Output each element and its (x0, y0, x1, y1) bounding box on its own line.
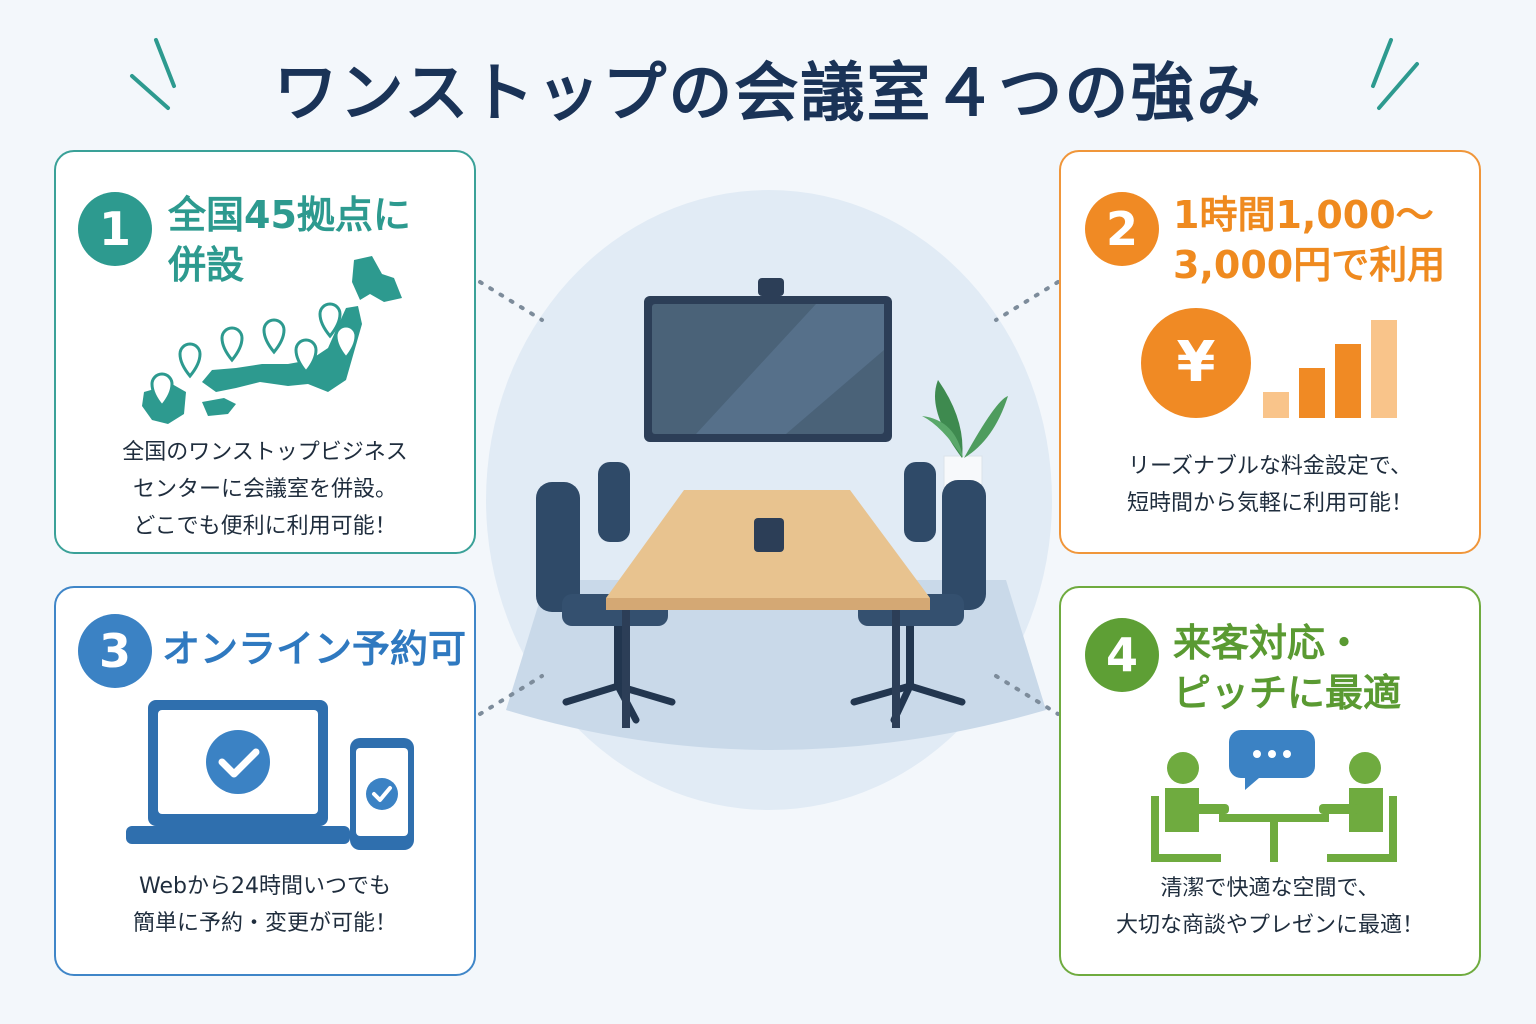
feature-card-client-meetings: 4 来客対応・ ピッチに最適 清潔で快適な空間で、 大切な商談やプレゼンに最適！ (1059, 586, 1481, 976)
connector-4 (994, 674, 1060, 716)
feature-number-badge: 3 (78, 614, 152, 688)
feature-heading: 来客対応・ ピッチに最適 (1173, 618, 1473, 718)
feature-heading-line2: 併設 (168, 243, 245, 287)
yen-coin-icon: ¥ (1141, 308, 1251, 418)
feature-description: リーズナブルな料金設定で、 短時間から気軽に利用可能！ (1061, 448, 1479, 522)
feature-description-line2: センターに会議室を併設。 (132, 477, 397, 502)
laptop-phone-check-icon (126, 700, 414, 850)
meeting-people-icon (1151, 730, 1397, 862)
feature-heading-line2: 3,000円で利用 (1173, 243, 1446, 287)
feature-heading-line2: ピッチに最適 (1173, 671, 1402, 715)
feature-description: 全国のワンストップビジネス センターに会議室を併設。 どこでも便利に利用可能！ (56, 434, 474, 545)
japan-map-icon (142, 256, 402, 424)
feature-card-online-booking: 3 オンライン予約可 Webから24時間いつでも 簡単に予約・変更が可能！ (54, 586, 476, 976)
feature-description: Webから24時間いつでも 簡単に予約・変更が可能！ (56, 868, 474, 942)
feature-heading-line1: 1時間1,000～ (1173, 193, 1434, 237)
feature-description-line2: 簡単に予約・変更が可能！ (132, 911, 397, 936)
feature-description-line2: 短時間から気軽に利用可能！ (1126, 491, 1413, 516)
page-title: ワンストップの会議室４つの強み (273, 57, 1263, 131)
connector-3 (478, 674, 544, 716)
feature-number-badge: 4 (1085, 618, 1159, 692)
feature-description-line1: 全国のワンストップビジネス (122, 440, 408, 465)
feature-card-pricing: 2 1時間1,000～ 3,000円で利用 ¥ リーズナブルな料金設定で、 短時… (1059, 150, 1481, 554)
feature-description-line3: どこでも便利に利用可能！ (133, 514, 397, 539)
feature-heading-line1: 来客対応・ (1173, 621, 1364, 665)
feature-heading-line1: オンライン予約可 (162, 627, 467, 671)
connector-1 (478, 280, 544, 322)
feature-description-line1: Webから24時間いつでも (139, 874, 391, 899)
feature-heading: 全国45拠点に 併設 (168, 190, 468, 290)
feature-description: 清潔で快適な空間で、 大切な商談やプレゼンに最適！ (1061, 870, 1479, 944)
feature-heading: オンライン予約可 (162, 624, 472, 674)
title-accent-right-icon (1371, 38, 1419, 110)
feature-description-line1: 清潔で快適な空間で、 (1160, 876, 1380, 901)
title-accent-left-icon (130, 38, 176, 110)
feature-description-line1: リーズナブルな料金設定で、 (1127, 454, 1413, 479)
feature-number-badge: 2 (1085, 192, 1159, 266)
bar-chart-icon (1263, 320, 1397, 418)
connector-2 (994, 280, 1060, 322)
feature-description-line2: 大切な商談やプレゼンに最適！ (1115, 913, 1424, 938)
feature-number-badge: 1 (78, 192, 152, 266)
feature-card-locations: 1 全国45拠点に 併設 全国のワンストップビジネス センターに会議室を併設。 … (54, 150, 476, 554)
meeting-room-illustration (506, 278, 1046, 750)
feature-heading-line1: 全国45拠点に (168, 193, 411, 237)
feature-heading: 1時間1,000～ 3,000円で利用 (1173, 190, 1473, 290)
